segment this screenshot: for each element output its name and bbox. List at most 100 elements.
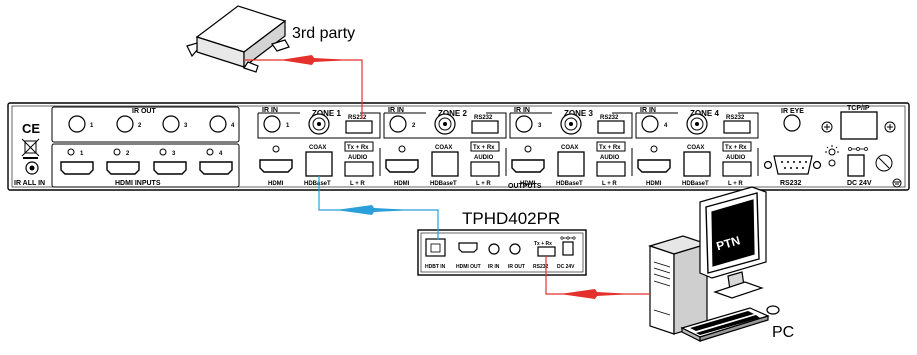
third-party-device [186,5,290,73]
screw-icon [821,121,833,133]
zone-hdbaset-port [557,151,585,177]
power-led-icon [825,145,839,167]
receiver-label: TPHD402PR [462,209,560,228]
zone-audio-port [596,161,626,177]
receiver-dc-jack [562,241,574,256]
zone-txrx-label: Tx + Rx [473,145,495,151]
zone-frame [509,112,633,139]
screw-icon [884,121,896,133]
hdmi-inputs-label: HDMI INPUTS [115,180,161,187]
zone-txrx-label: Tx + Rx [725,145,747,151]
receiver-ir-out-label: IR OUT [508,264,525,270]
ce-mark: CE [22,121,40,136]
receiver-dc24v-label: DC 24V [557,264,575,270]
zone-lr-label: L + R [476,181,491,187]
zone-txrx-box [344,141,374,152]
zone-ir-in-label: IR IN [388,107,404,114]
matrix-panel: CE IR ALL IN IR OUT 1 2 3 4 1 2 3 4 [7,102,910,191]
zone-audio-label: AUDIO [348,155,368,161]
zone-audio-label: AUDIO [600,155,620,161]
zone-title: ZONE 4 [690,109,719,118]
zone-hdmi-led [272,145,280,153]
receiver-txrx-label: Tx + Rx [534,241,552,247]
ir-out-group [51,106,240,143]
zone-hdbaset-label: HDBaseT [430,181,457,187]
zone-txrx-box [722,141,752,152]
zone-coax-label: COAX [435,145,452,151]
zone-title: ZONE 3 [564,109,593,118]
zone-ir-in-label: IR IN [262,107,278,114]
ir-in-jack [488,243,500,255]
tcpip-label: TCP/IP [847,105,870,112]
zone-txrx-box [470,141,500,152]
weee-icon [21,138,40,159]
zone-ir-in-jack [389,115,407,133]
zone-hdmi-port [259,159,293,173]
receiver-ir-in-label: IR IN [488,264,500,270]
hdmi-input-ports [60,161,233,175]
arrows [280,55,633,299]
zone-rs232-port [471,120,499,134]
zone-hdbaset-label: HDBaseT [556,181,583,187]
zone-hdbaset-port [683,151,711,177]
zone-audio-label: AUDIO [474,155,494,161]
hdmi-out-label: HDMI OUT [456,264,481,270]
zone-hdbaset-label: HDBaseT [682,181,709,187]
ir-out-jack [509,243,521,255]
zone-lr-label: L + R [728,181,743,187]
polarity-icon [848,147,868,151]
receiver-rs232-label: RS232 [533,264,549,270]
zone-ir-in-jack [641,115,659,133]
zone-audio-port [470,161,500,177]
zone-lr-label: L + R [602,181,617,187]
receiver-device: Tx + Rx HDBT IN HDMI OUT IR IN IR OUT RS… [417,229,587,276]
zone-rs232-label: RS232 [600,115,619,121]
zone-coax-label: COAX [561,145,578,151]
hdbt-in-label: HDBT IN [425,264,446,270]
zone-ir-in-jack [263,115,281,133]
zone-number: 1 [286,123,290,129]
ir-out-num-3: 3 [184,123,188,129]
zone-hdbaset-label: HDBaseT [304,181,331,187]
zone-hdbaset-port [305,151,333,177]
zone-audio-port [344,161,374,177]
zone-coax-label: COAX [687,145,704,151]
rs232-db9-port [763,155,822,175]
rs232-port [537,246,556,257]
zone-frame [635,112,759,139]
dc24v-label: DC 24V [847,180,872,187]
ir-out-jacks [68,115,227,133]
hdmi-in-num-2: 2 [126,151,130,157]
zone-ir-in-label: IR IN [514,107,530,114]
zone-audio-port [722,161,752,177]
zone-hdmi-led [650,145,658,153]
hdmi-in-num-1: 1 [80,151,84,157]
tcpip-port [840,111,878,140]
zone-rs232-label: RS232 [348,115,367,121]
dc-power-jack [847,154,865,177]
zone-hdmi-label: HDMI [394,181,410,187]
ir-out-num-4: 4 [231,123,235,129]
zone-hdmi-port [385,159,419,173]
zone-hdmi-label: HDMI [268,181,284,187]
zone-hdmi-port [637,159,671,173]
zone-number: 3 [538,123,542,129]
zone-lr-label: L + R [350,181,365,187]
zone-audio-label: AUDIO [726,155,746,161]
hdmi-in-num-3: 3 [172,151,176,157]
zone-number: 4 [664,123,668,129]
zone-title: ZONE 1 [312,109,341,118]
zone-hdbaset-port [431,151,459,177]
ir-out-label: IR OUT [132,108,156,115]
ir-eye-label: IR EYE [781,108,804,115]
zone-hdmi-label: HDMI [520,181,536,187]
zone-title: ZONE 2 [438,109,467,118]
zone-frame [257,112,381,139]
zone-ir-in-jack [515,115,533,133]
ground-screw-icon [875,154,902,188]
ir-all-in-label: IR ALL IN [14,180,45,187]
zones: ZONE 1 IR IN 1 RS232 Tx + Rx HDMI COAX HDBaseT A… [257,107,759,187]
zone-txrx-label: Tx + Rx [347,145,369,151]
